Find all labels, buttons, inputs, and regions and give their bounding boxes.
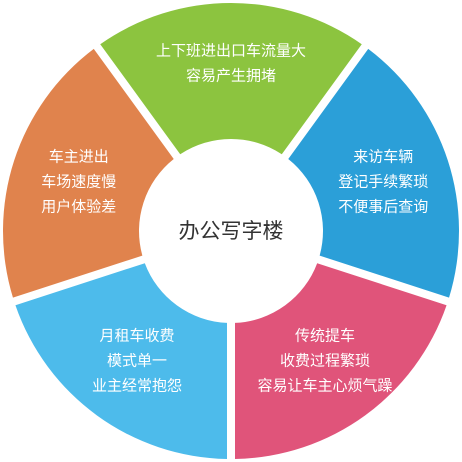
segment-left-line-2: 车场速度慢 bbox=[41, 173, 116, 191]
segment-bottom-right-line-1: 传统提车 bbox=[295, 326, 355, 344]
segment-right-line-1: 来访车辆 bbox=[353, 148, 413, 166]
segment-bottom-left bbox=[15, 263, 228, 459]
center-label: 办公写字楼 bbox=[179, 219, 284, 243]
labels-layer: 上下班进出口车流量大容易产生拥堵来访车辆登记手续繁琐不便事后查询传统提车收费过程… bbox=[41, 42, 428, 395]
segment-top-line-2: 容易产生拥堵 bbox=[186, 67, 276, 85]
center-circle bbox=[141, 141, 321, 321]
segment-bottom-left-line-3: 业主经常抱怨 bbox=[92, 376, 182, 394]
segment-bottom-right bbox=[235, 263, 447, 459]
segment-bottom-right-line-2: 收费过程繁琐 bbox=[280, 351, 370, 369]
segment-right-line-3: 不便事后查询 bbox=[338, 198, 428, 216]
segment-top-line-1: 上下班进出口车流量大 bbox=[156, 42, 306, 60]
segment-left-line-1: 车主进出 bbox=[49, 148, 109, 166]
segment-left bbox=[3, 48, 174, 298]
segment-bottom-left-line-2: 模式单一 bbox=[107, 351, 167, 369]
segment-bottom-right-line-3: 容易让车主心烦气躁 bbox=[257, 376, 392, 394]
segment-top bbox=[100, 2, 362, 155]
segment-right bbox=[288, 48, 459, 298]
segment-right-line-2: 登记手续繁琐 bbox=[338, 173, 428, 191]
segment-bottom-left-line-1: 月租车收费 bbox=[99, 326, 174, 344]
segments-layer bbox=[3, 2, 459, 459]
segment-left-line-3: 用户体验差 bbox=[41, 198, 116, 216]
